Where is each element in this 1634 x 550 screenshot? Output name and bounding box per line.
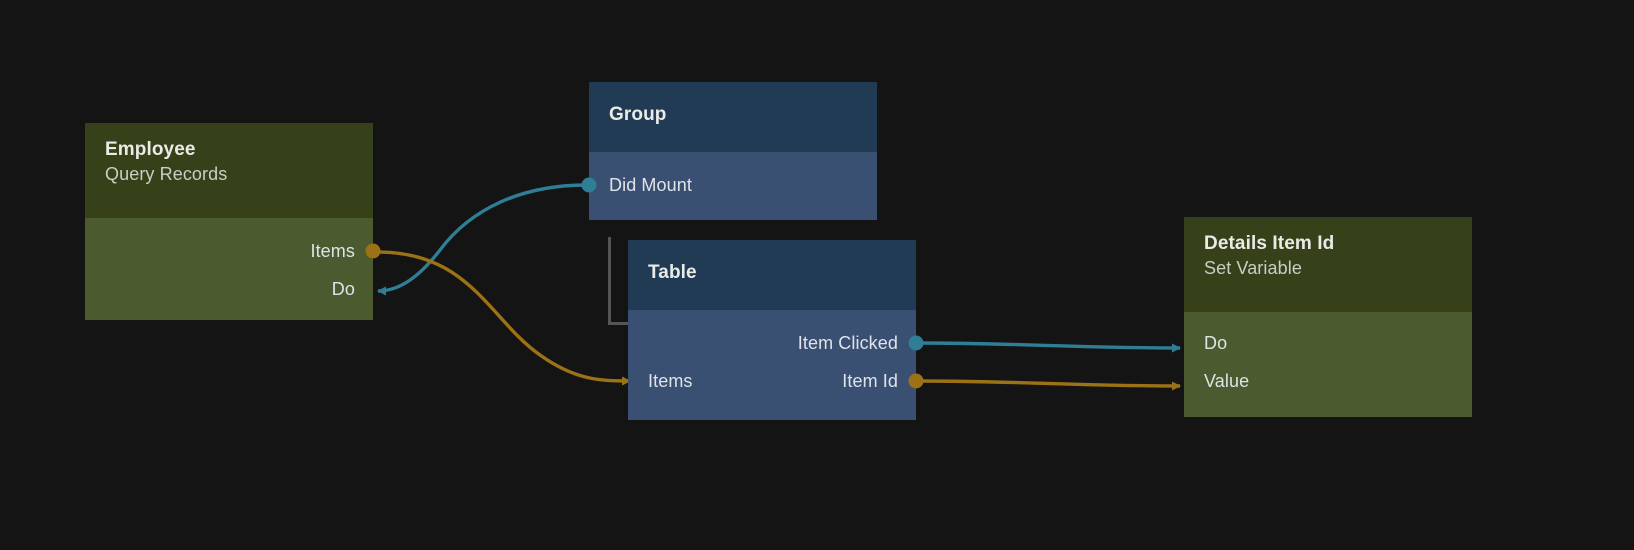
node-group[interactable]: Group Did Mount: [581, 82, 877, 220]
edge-employee-items-to-table-items: [377, 250, 631, 386]
node-details-item-id-title: Details Item Id: [1204, 233, 1335, 254]
port-label-did-mount: Did Mount: [609, 175, 692, 195]
port-dot-item-id-output[interactable]: [908, 373, 924, 389]
port-label-item-clicked: Item Clicked: [797, 333, 898, 353]
port-row-employee-items[interactable]: Items: [85, 232, 381, 270]
group-child-bracket: [608, 237, 630, 325]
port-row-table-items[interactable]: Items Item Id: [628, 362, 924, 400]
port-row-table-item-clicked[interactable]: Item Clicked: [628, 324, 924, 362]
node-group-body: Did Mount: [581, 152, 877, 220]
node-employee-subtitle: Query Records: [105, 164, 228, 184]
node-table[interactable]: Table Item Clicked Items Item Id: [628, 240, 924, 420]
node-employee-body: Items Do: [85, 218, 381, 320]
node-details-item-id-header: Details Item Id Set Variable: [1184, 217, 1472, 312]
edge-itemclicked-to-details-do: [915, 341, 1181, 353]
node-table-body: Item Clicked Items Item Id: [628, 310, 924, 420]
node-details-item-id-subtitle: Set Variable: [1204, 258, 1302, 278]
port-label-item-id: Item Id: [842, 371, 898, 391]
port-dot-items-output[interactable]: [365, 243, 381, 259]
port-row-group-did-mount[interactable]: Did Mount: [581, 166, 877, 204]
port-row-employee-do[interactable]: Do: [85, 270, 373, 308]
node-group-header: Group: [589, 82, 877, 152]
port-dot-did-mount-output[interactable]: [581, 177, 597, 193]
node-employee-title: Employee: [105, 139, 196, 160]
edge-didmount-to-employee-do: [377, 183, 587, 296]
node-table-header: Table: [628, 240, 916, 310]
node-employee[interactable]: Employee Query Records Items Do: [85, 123, 381, 320]
port-dot-item-clicked-output[interactable]: [908, 335, 924, 351]
port-label-items: Items: [310, 241, 355, 261]
node-details-item-id-body: Do Value: [1184, 312, 1472, 417]
port-row-details-do[interactable]: Do: [1184, 324, 1472, 362]
port-label-do: Do: [331, 279, 355, 299]
node-group-title: Group: [609, 104, 667, 125]
edge-itemid-to-details-value: [915, 379, 1181, 391]
node-details-item-id[interactable]: Details Item Id Set Variable Do Value: [1184, 217, 1472, 417]
node-table-title: Table: [648, 262, 697, 283]
port-row-details-value[interactable]: Value: [1184, 362, 1472, 400]
port-label-details-do: Do: [1204, 333, 1228, 353]
port-label-table-items: Items: [648, 371, 693, 391]
port-label-details-value: Value: [1204, 371, 1250, 391]
node-employee-header: Employee Query Records: [85, 123, 373, 218]
